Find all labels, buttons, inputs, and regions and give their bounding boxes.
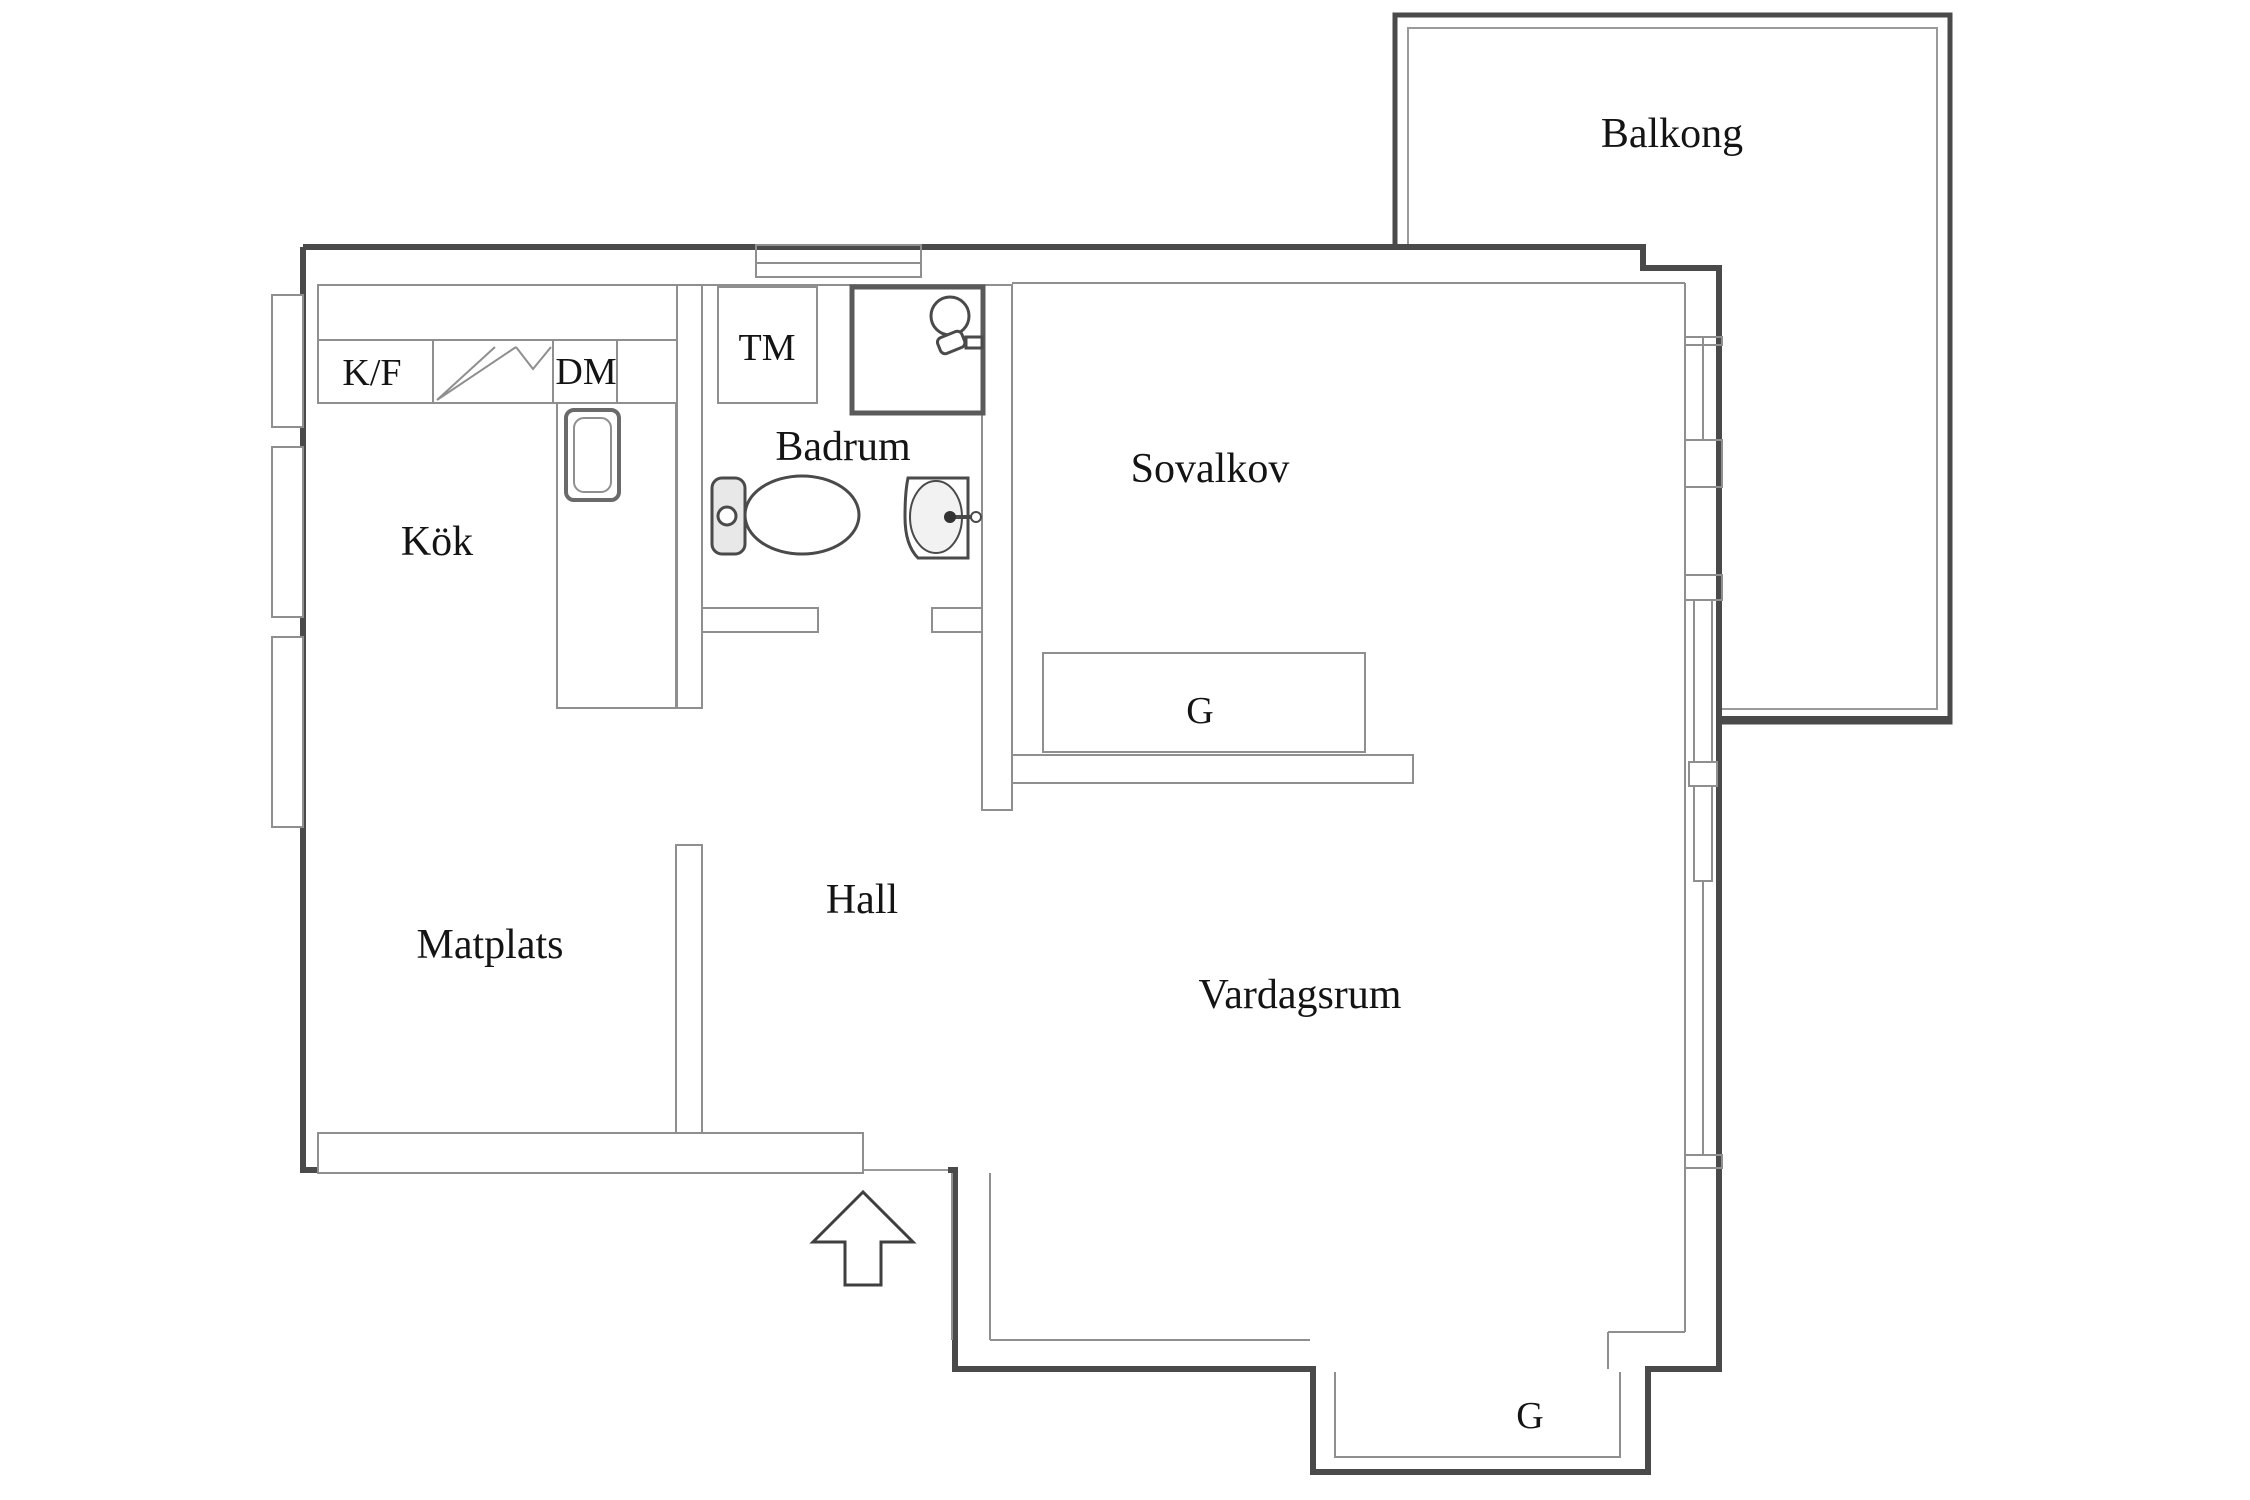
wall-niche [755,244,922,278]
interior-walls [317,284,1685,1458]
wall-matplats-hall [675,844,703,1134]
room-label-vardagsrum: Vardagsrum [1199,972,1402,1018]
toilet-icon [710,474,861,556]
room-label-balkong: Balkong [1601,111,1743,157]
room-label-badrum: Badrum [775,424,911,470]
wall-bottom-band [317,1132,864,1174]
bathroom: TM Badrum [702,284,986,560]
wall-g-bump-inner [1334,1331,1685,1458]
wall-bathroom-south [701,607,819,633]
fixture-label-tm: TM [739,327,796,369]
sovalkov: G Sovalkov [1012,282,1685,753]
room-label-hall: Hall [826,877,898,923]
fixture-label-g-entre: G [1516,1395,1543,1437]
left-windows [271,294,304,828]
wall-pier [1684,439,1723,488]
wall-sovalkov-south [1011,754,1414,784]
room-label-matplats: Matplats [417,922,564,968]
window-icon [271,446,304,618]
wall-hall-sovalkov [981,284,1013,811]
wardrobe-sovalkov-box [1042,652,1366,753]
room-label-sovalkov: Sovalkov [1131,446,1290,492]
wall-bathroom-left [676,284,703,709]
bathroom-sink-icon [903,476,982,560]
fixture-label-g-sovalkov: G [1186,690,1213,732]
entrance-arrow-icon [809,1189,917,1287]
right-wall-features [1684,283,1723,1332]
fixture-label-kf: K/F [342,352,401,394]
wall-bathroom-south-stub [931,607,983,633]
room-label-kok: Kök [401,519,473,565]
stove-icon [436,346,552,401]
kitchen-sink-icon [564,408,621,502]
washing-machine-icon [717,286,818,404]
window-icon [271,636,304,828]
balcony-door-icon [1688,599,1718,882]
door-handle-icon [1688,761,1718,787]
fixture-label-dm: DM [555,351,616,393]
window-icon [271,294,304,428]
